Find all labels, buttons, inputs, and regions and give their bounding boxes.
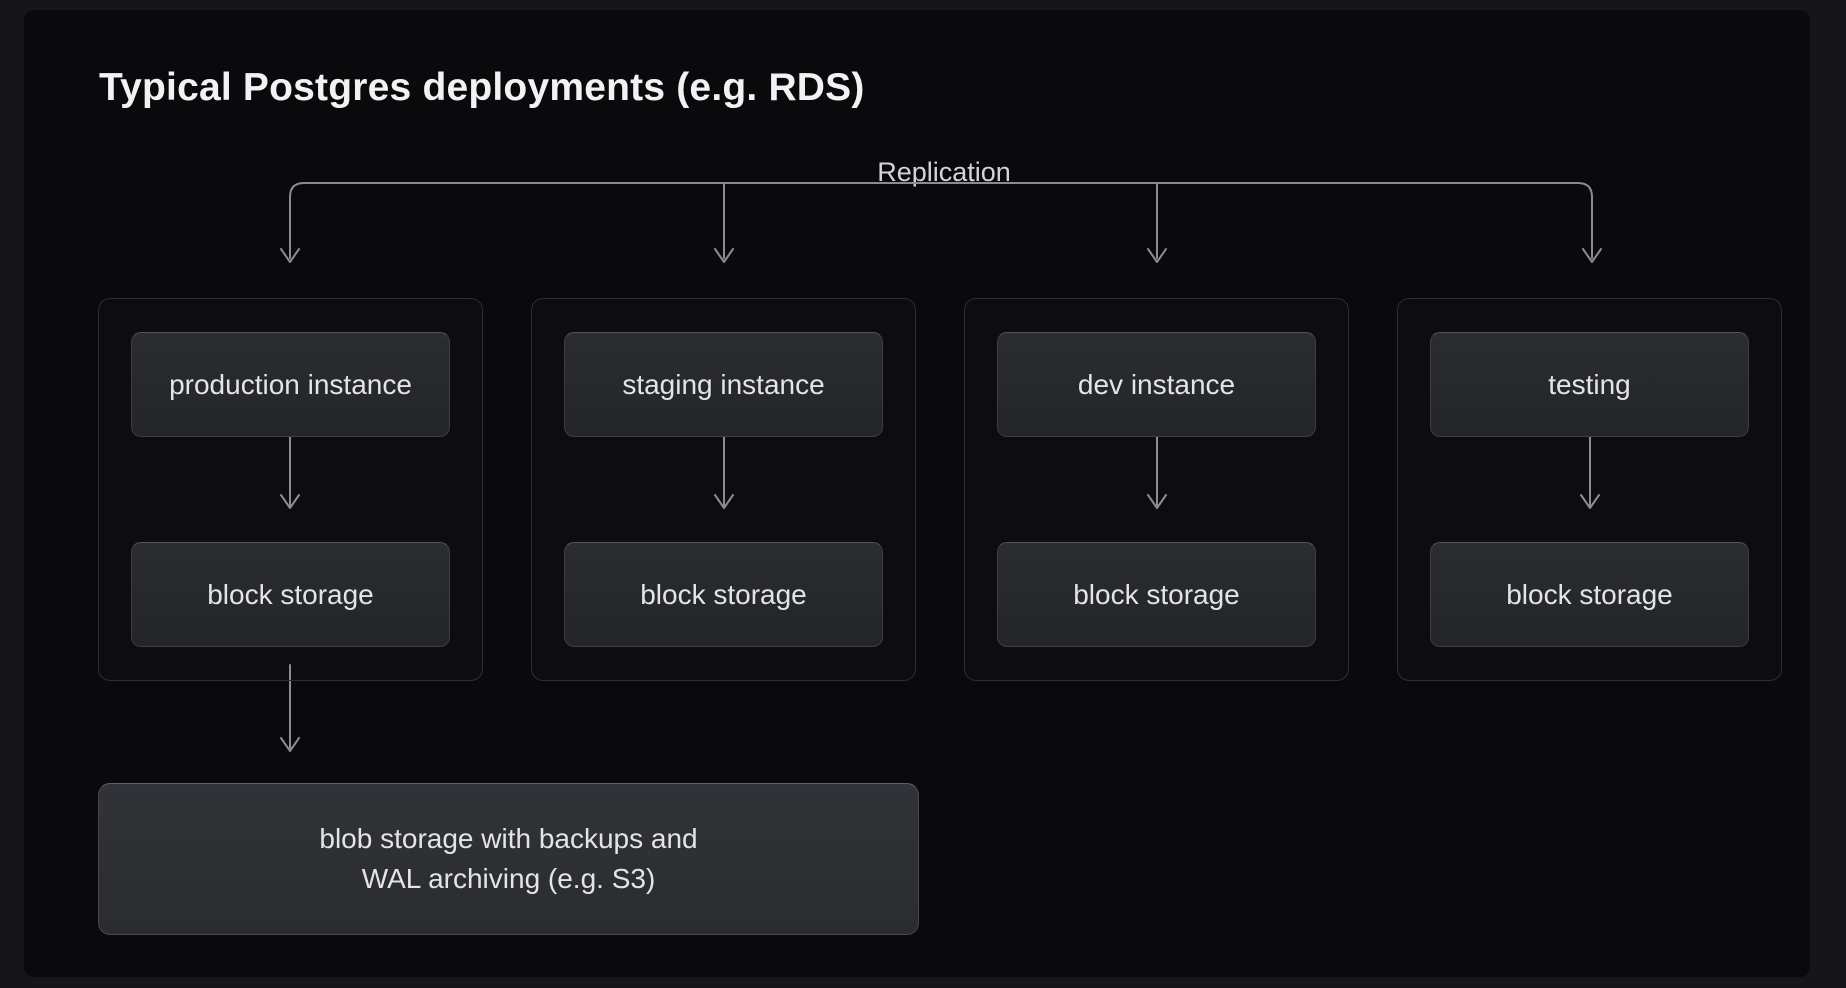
node-label: block storage: [1506, 578, 1673, 610]
arrowhead-down-icon: [714, 248, 734, 263]
arrowhead-down-icon: [280, 737, 300, 752]
dev-block-storage-node: block storage: [997, 542, 1316, 647]
replication-tree-connector: [280, 182, 1602, 263]
node-label: testing: [1548, 368, 1631, 400]
node-label: block storage: [1073, 578, 1240, 610]
column-staging: staging instance block storage: [531, 298, 916, 681]
blob-storage-line2: WAL archiving (e.g. S3): [361, 863, 656, 894]
column-production: production instance block storage: [98, 298, 483, 681]
replication-label: Replication: [877, 157, 1011, 187]
node-label: dev instance: [1077, 368, 1236, 400]
diagram-panel: Typical Postgres deployments (e.g. RDS) …: [24, 10, 1810, 977]
arrowhead-down-icon: [1147, 248, 1167, 263]
arrowhead-down-icon: [280, 248, 300, 263]
column-dev: dev instance block storage: [964, 298, 1349, 681]
testing-instance-node: testing: [1430, 332, 1749, 437]
arrowhead-down-icon: [1582, 248, 1602, 263]
blob-storage-line1: blob storage with backups and: [319, 822, 698, 854]
node-label: production instance: [169, 368, 412, 400]
production-block-storage-node: block storage: [131, 542, 450, 647]
node-label: block storage: [640, 578, 807, 610]
blob-storage-node: blob storage with backups and WAL archiv…: [98, 783, 919, 935]
column-testing: testing block storage: [1397, 298, 1782, 681]
node-label: block storage: [207, 578, 374, 610]
staging-instance-node: staging instance: [564, 332, 883, 437]
production-instance-node: production instance: [131, 332, 450, 437]
testing-block-storage-node: block storage: [1430, 542, 1749, 647]
staging-block-storage-node: block storage: [564, 542, 883, 647]
dev-instance-node: dev instance: [997, 332, 1316, 437]
diagram-title: Typical Postgres deployments (e.g. RDS): [99, 66, 865, 109]
node-label: staging instance: [622, 368, 825, 400]
